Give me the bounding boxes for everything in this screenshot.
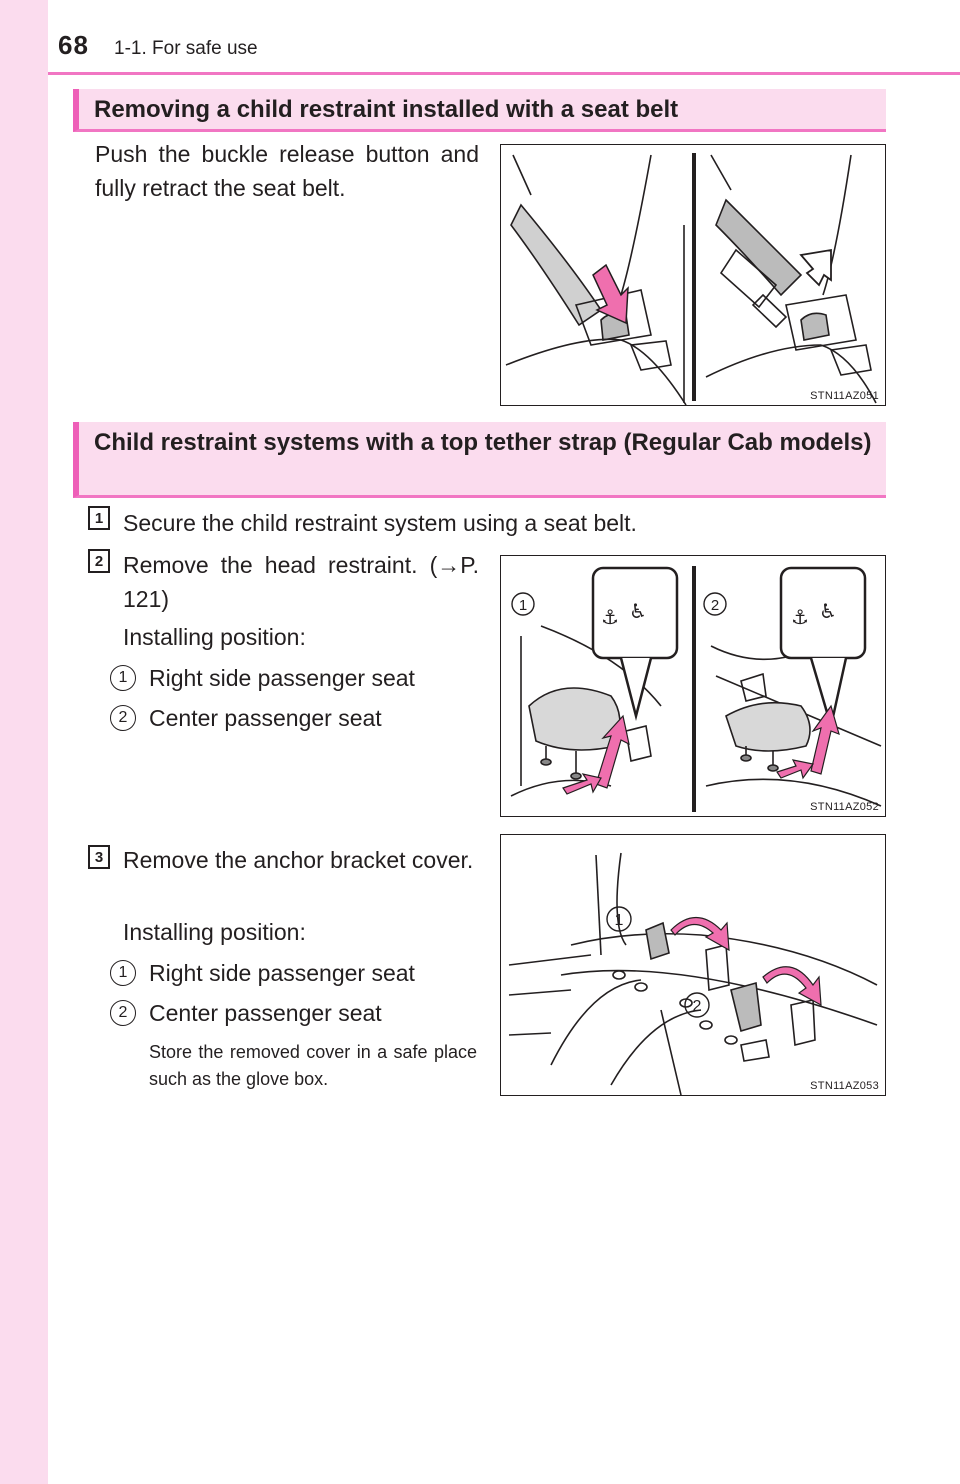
figure-callout-1: 1 — [615, 912, 624, 929]
figure-code: STN11AZ052 — [810, 801, 879, 813]
step-3-position-2-text: Center passenger seat — [149, 1000, 382, 1026]
side-color-bar — [0, 0, 48, 1484]
step-2-position-1-badge: 1 — [110, 665, 136, 691]
section-heading-removing: Removing a child restraint installed wit… — [73, 89, 886, 132]
figure-anchor-bracket: 1 2 STN11AZ053 — [500, 834, 886, 1096]
figure-callout-2: 2 — [693, 998, 702, 1015]
step-1-badge: 1 — [88, 506, 110, 530]
anchor-icon: ⚓ — [791, 605, 809, 629]
anchor-bracket-illustration: 1 2 — [508, 852, 878, 1096]
page-number: 68 — [58, 30, 89, 60]
step-2-position-1-text: Right side passenger seat — [149, 665, 415, 691]
step-3-position-1-text: Right side passenger seat — [149, 960, 415, 986]
step-3-position-1-badge: 1 — [110, 960, 136, 986]
figure-code: STN11AZ051 — [810, 390, 879, 402]
figure-code: STN11AZ053 — [810, 1080, 879, 1092]
step-2-badge: 2 — [88, 549, 110, 573]
step-3-installing-label: Installing position: — [123, 919, 306, 945]
child-seat-icon: ♿ — [629, 599, 647, 623]
child-seat-icon: ♿ — [819, 599, 837, 623]
step-3-text: Remove the anchor bracket cover. — [123, 847, 474, 873]
step-1-text: Secure the child restraint system using … — [123, 510, 637, 536]
step-2-installing-label: Installing position: — [123, 624, 306, 650]
figure-callout-2: 2 — [711, 597, 719, 614]
step-2-position-2-badge: 2 — [110, 705, 136, 731]
section-heading-top-tether: Child restraint systems with a top tethe… — [73, 422, 886, 498]
figure-buckle-release: STN11AZ051 — [500, 144, 886, 406]
anchor-icon: ⚓ — [601, 605, 619, 629]
head-restraint-illustration: 1 2 ⚓ ♿ ⚓ ♿ — [510, 566, 882, 812]
section-label: 1-1. For safe use — [114, 38, 258, 59]
figure-callout-1: 1 — [519, 597, 527, 614]
removing-instruction-text: Push the buckle release button and fully… — [95, 141, 479, 201]
step-2-position-2-text: Center passenger seat — [149, 705, 382, 731]
header-divider — [48, 72, 960, 75]
step-3-position-2-badge: 2 — [110, 1000, 136, 1026]
store-cover-note: Store the removed cover in a safe place … — [149, 1042, 477, 1089]
step-3-badge: 3 — [88, 845, 110, 869]
buckle-release-illustration — [505, 153, 877, 406]
figure-head-restraint: 1 2 ⚓ ♿ ⚓ ♿ STN11AZ052 — [500, 555, 886, 817]
step-2-text: Remove the head restraint. (→P. 121) — [123, 552, 479, 612]
